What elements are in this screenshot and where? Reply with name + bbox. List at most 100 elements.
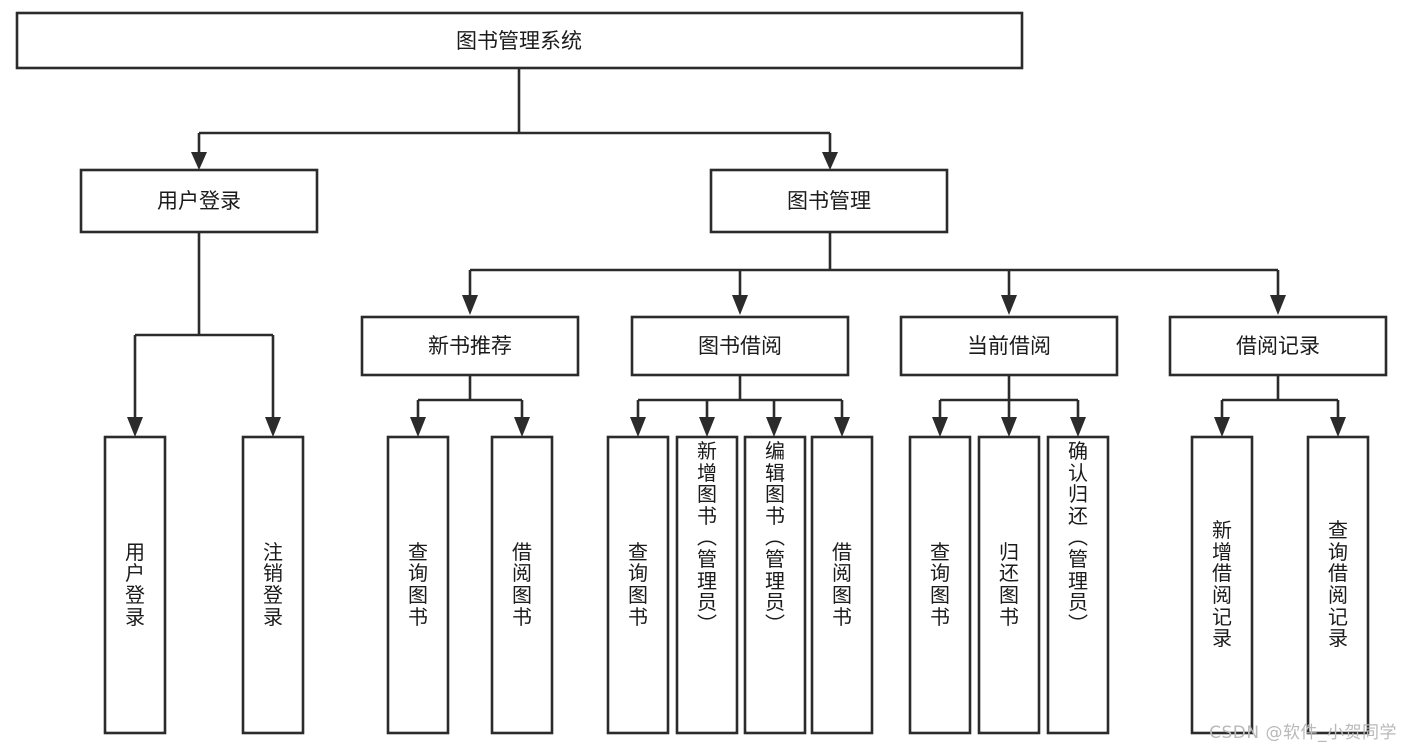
vertical-char: 记 (1212, 604, 1232, 629)
vertical-char: 管 (697, 546, 717, 571)
vertical-char: 销 (263, 561, 283, 586)
leaf-borrow-book-2-box[interactable] (810, 435, 874, 735)
vertical-char: 增 (697, 460, 717, 485)
vertical-char: 增 (1212, 539, 1232, 564)
vertical-char: 阅 (832, 561, 852, 586)
node-book-borrow-box[interactable] (630, 315, 850, 377)
arrow-head-leaf-query-record (1330, 417, 1346, 437)
leaf-logout-login-box[interactable] (241, 435, 305, 735)
vertical-char: 书 (408, 604, 428, 629)
vertical-char: 图 (512, 583, 532, 607)
arrow-head-leaf-borrow-book-1 (514, 417, 530, 437)
arrow-head-leaf-query-book-1 (410, 417, 426, 437)
vertical-char: 理 (765, 568, 785, 593)
vertical-char: 还 (1068, 503, 1088, 528)
arrow-head-book-manage (822, 152, 838, 170)
vertical-char: 书 (930, 604, 950, 629)
leaf-add-record-box[interactable] (1190, 435, 1254, 735)
leaf-return-book-label: 归还图书 (981, 439, 1037, 731)
vertical-char: 录 (125, 604, 145, 629)
node-book-borrow[interactable]: 图书借阅 (630, 315, 850, 377)
vertical-char: 查 (1328, 518, 1348, 543)
node-borrow-record[interactable]: 借阅记录 (1168, 315, 1388, 377)
node-current-borrow[interactable]: 当前借阅 (899, 315, 1119, 377)
vertical-char: 阅 (1328, 583, 1348, 607)
arrow-head-book-borrow (732, 295, 748, 315)
arrow-head-new-book-recommend (462, 295, 478, 315)
node-root-box[interactable] (15, 11, 1024, 70)
node-root-label: 图书管理系统 (456, 29, 582, 53)
vertical-char: 新 (697, 441, 717, 463)
node-new-book-recommend-box[interactable] (360, 315, 580, 377)
arrow-head-leaf-query-book-2 (630, 417, 646, 437)
vertical-char: 登 (125, 583, 145, 607)
node-borrow-record-box[interactable] (1168, 315, 1388, 377)
vertical-char: 员 (1068, 590, 1088, 615)
vertical-char: ︶ (697, 611, 717, 636)
node-book-borrow-label: 图书借阅 (698, 334, 782, 358)
leaf-borrow-book-1-box[interactable] (490, 435, 554, 735)
vertical-char: 查 (628, 539, 648, 564)
arrow-head-leaf-confirm-return (1070, 417, 1086, 437)
vertical-char: 还 (999, 561, 1019, 586)
node-user-login[interactable]: 用户登录 (79, 168, 319, 234)
leaf-user-login-label-wrap: 用户登录 (125, 539, 145, 629)
arrow-head-leaf-user-login (127, 417, 143, 437)
node-new-book-recommend-label: 新书推荐 (428, 334, 512, 358)
leaf-return-book-box[interactable] (977, 435, 1041, 735)
vertical-char: ︵ (697, 525, 717, 550)
leaf-query-book-1-box[interactable] (386, 435, 450, 735)
leaf-confirm-return-box[interactable] (1046, 435, 1110, 735)
vertical-char: 辑 (765, 460, 785, 485)
vertical-char: 用 (125, 539, 145, 564)
vertical-char: 编 (765, 441, 785, 463)
leaf-query-book-2-box[interactable] (606, 435, 670, 735)
node-book-manage[interactable]: 图书管理 (709, 168, 949, 234)
vertical-char: 图 (697, 482, 717, 507)
vertical-char: ︶ (765, 611, 785, 636)
leaf-borrow-book-2-label: 借阅图书 (814, 439, 870, 731)
vertical-char: 录 (263, 604, 283, 629)
vertical-char: 管 (765, 546, 785, 571)
node-current-borrow-box[interactable] (899, 315, 1119, 377)
vertical-char: 记 (1328, 604, 1348, 629)
arrow-head-current-borrow (1001, 295, 1017, 315)
node-root[interactable]: 图书管理系统 (15, 11, 1024, 70)
leaf-user-login-box[interactable] (103, 435, 167, 735)
vertical-char: 登 (263, 583, 283, 607)
leaf-query-book-3-box[interactable] (908, 435, 972, 735)
vertical-char: 书 (512, 604, 532, 629)
vertical-char: 管 (1068, 546, 1088, 571)
node-new-book-recommend[interactable]: 新书推荐 (360, 315, 580, 377)
vertical-char: 借 (1212, 561, 1232, 586)
vertical-char: 图 (930, 583, 950, 607)
vertical-char: 书 (832, 604, 852, 629)
vertical-char: 图 (628, 583, 648, 607)
leaf-query-book-2-label: 查询图书 (610, 439, 666, 731)
arrow-head-leaf-add-book (699, 417, 715, 437)
node-user-login-box[interactable] (79, 168, 319, 234)
node-book-manage-label: 图书管理 (787, 189, 871, 213)
vertical-char: 询 (1328, 539, 1348, 564)
vertical-char: 书 (765, 503, 785, 528)
leaf-query-book-1-label: 查询图书 (390, 439, 446, 731)
leaf-borrow-book-1-label: 借阅图书 (494, 439, 550, 731)
node-book-manage-box[interactable] (709, 168, 949, 234)
leaf-add-book-box[interactable] (675, 435, 739, 735)
node-user-login-label: 用户登录 (157, 189, 241, 213)
vertical-char: 图 (999, 583, 1019, 607)
leaf-edit-book-box[interactable] (743, 435, 807, 735)
vertical-char: 查 (930, 539, 950, 564)
vertical-char: 书 (628, 604, 648, 629)
leaf-add-record-label: 新增借阅记录 (1194, 439, 1250, 731)
leaf-query-record-box[interactable] (1306, 435, 1370, 735)
